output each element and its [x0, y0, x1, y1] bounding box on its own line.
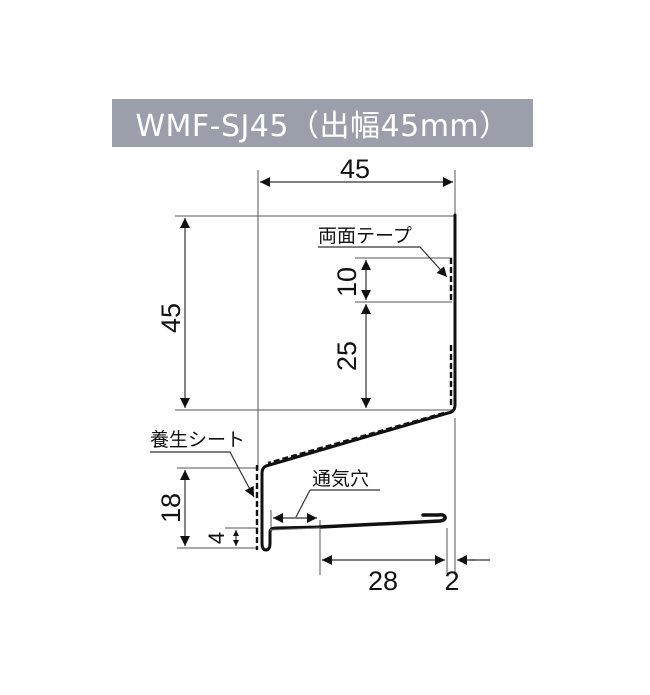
dimension-lines: [180, 177, 490, 565]
dim-upper-gap: 25: [332, 341, 362, 371]
dim-tape-height: 10: [332, 267, 362, 297]
metal-profile: [260, 213, 457, 552]
label-double-sided-tape: 両面テープ: [318, 225, 412, 247]
dim-lower-height: 18: [156, 493, 186, 523]
dim-hook-height: 4: [204, 532, 229, 544]
dim-top-width: 45: [340, 154, 370, 184]
tape-and-sheet: [255, 258, 453, 550]
title-bar: WMF-SJ45（出幅45mm）: [112, 99, 533, 147]
dim-left-height: 45: [156, 303, 186, 333]
dim-bottom-offset: 2: [444, 566, 459, 596]
label-vent-hole: 通気穴: [312, 468, 369, 490]
dim-bottom-length: 28: [368, 566, 398, 596]
label-protective-sheet: 養生シート: [150, 429, 245, 451]
title: WMF-SJ45（出幅45mm）: [135, 109, 510, 144]
extension-lines: [175, 170, 456, 575]
leader-lines: [150, 246, 448, 518]
